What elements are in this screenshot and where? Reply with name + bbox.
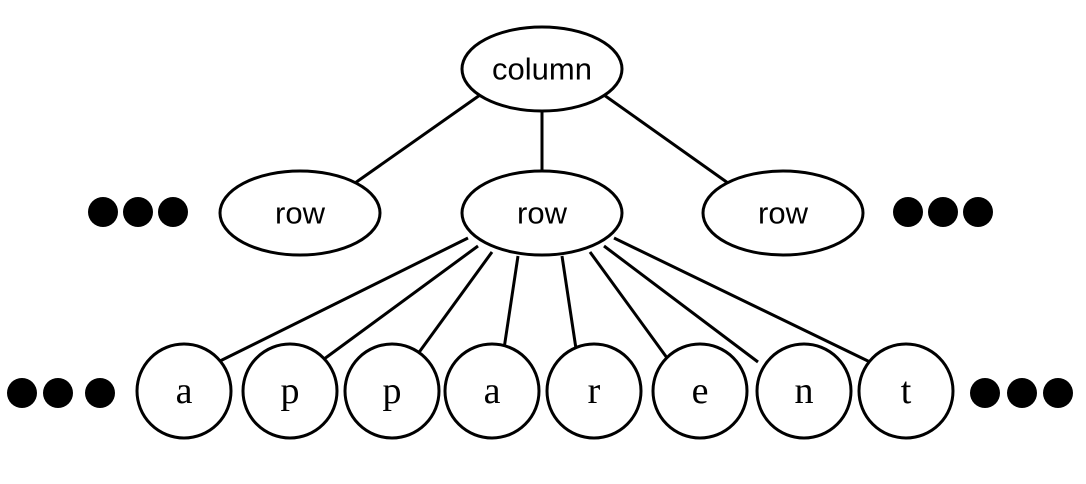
row-node-right: row [701,169,865,257]
root-edges [354,93,729,185]
letter-node-6-shape [651,342,749,440]
row-node-right-shape [701,169,865,257]
letter-node-2-shape [241,342,339,440]
edge-root-row-right [603,93,729,185]
ellipsis-row-right [893,197,993,227]
letter-node-5-shape [545,342,643,440]
ellipsis-letters-right [970,378,1073,408]
row-node-right-label: row [758,196,809,231]
ellipsis-dot [1007,378,1037,408]
ellipsis-dot [158,197,188,227]
edge-row-letter-7 [603,244,759,364]
letter-node-4-label: a [484,370,501,412]
letter-node-6-label: e [692,370,709,412]
edge-row-letter-2 [319,244,479,364]
row-node-left: row [218,169,382,257]
row-letter-edges [217,236,871,364]
edge-row-letter-3 [410,251,494,363]
letter-node-8-label: t [901,370,912,412]
letter-node-1-label: a [176,370,193,412]
ellipsis-dot [893,197,923,227]
letter-node-8-shape [857,342,955,440]
row-node-center-label: row [517,196,568,231]
ellipsis-dot [85,378,115,408]
ellipsis-dot [970,378,1000,408]
ellipsis-dot [43,378,73,408]
letter-node-7-label: n [795,370,814,412]
edge-row-letter-1 [217,236,469,364]
letter-node-3-label: p [383,370,402,412]
letter-node-8: t [857,342,955,440]
ellipsis-dot [123,197,153,227]
edge-row-letter-8 [613,236,871,364]
letter-node-2: p [241,342,339,440]
letter-node-2-label: p [281,370,300,412]
ellipsis-letters-left [7,378,115,408]
ellipsis-dot [7,378,37,408]
edge-root-row-left [354,93,481,185]
root-node: column [460,25,624,113]
letter-node-4-shape [443,342,541,440]
letter-node-1: a [135,342,233,440]
edge-row-letter-6 [588,251,672,363]
edge-row-letter-5 [560,255,580,363]
letter-node-3: p [343,342,441,440]
row-node-center: row [460,169,624,257]
letter-node-5: r [545,342,643,440]
ellipsis-row-left [88,197,188,227]
row-node-left-shape [218,169,382,257]
row-node-left-label: row [275,196,326,231]
row-node-center-shape [460,169,624,257]
ellipsis-dot [1043,378,1073,408]
ellipsis-dot [88,197,118,227]
letter-node-7-shape [755,342,853,440]
root-node-label: column [492,52,592,87]
letter-node-3-shape [343,342,441,440]
root-node-shape [460,25,624,113]
letter-node-4: a [443,342,541,440]
letter-node-6: e [651,342,749,440]
letter-node-1-shape [135,342,233,440]
letter-node-5-label: r [588,370,601,412]
letter-node-7: n [755,342,853,440]
ellipsis-dot [928,197,958,227]
ellipsis-dot [963,197,993,227]
